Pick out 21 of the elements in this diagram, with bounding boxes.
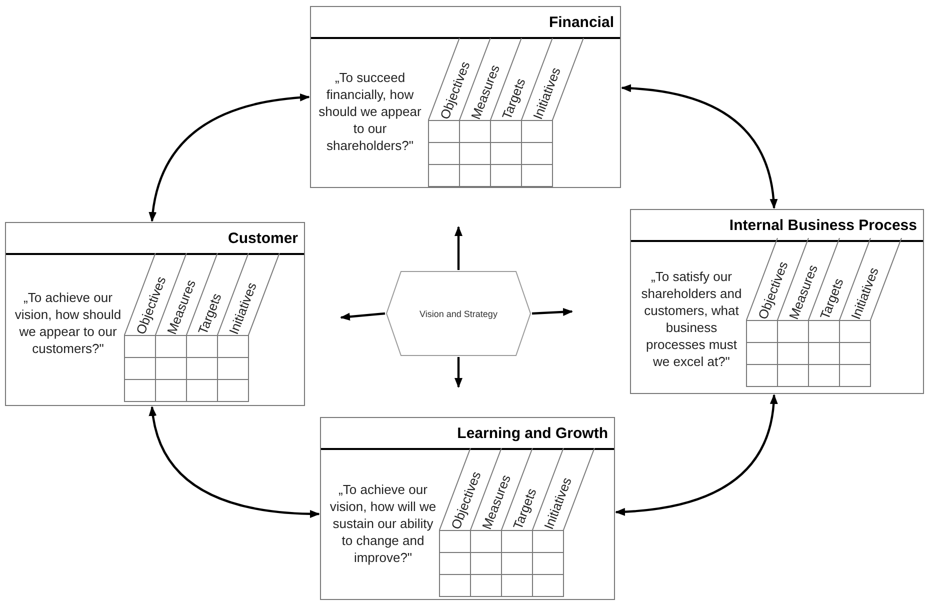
question-text: „To achieve our vision, how should we appear to our customers?" — [14, 289, 122, 357]
double-headed-arrow — [621, 84, 778, 209]
scorecard-panel — [5, 222, 305, 406]
arrow — [454, 226, 462, 270]
arrow — [454, 357, 462, 388]
question-text: „To achieve our vision, how will we sustain our ability to change and improve?" — [329, 481, 437, 566]
panel-title: Learning and Growth — [457, 425, 608, 442]
scorecard-panel — [630, 209, 924, 394]
scorecard-panel — [320, 417, 615, 600]
double-headed-arrow — [149, 94, 310, 222]
panel-title: Financial — [548, 14, 614, 31]
double-headed-arrow — [149, 406, 320, 518]
arrow — [532, 308, 573, 316]
double-headed-arrow — [615, 394, 778, 516]
scorecard-panel — [310, 6, 621, 188]
center-label: Vision and Strategy — [420, 308, 498, 318]
panel-title: Internal Business Process — [729, 217, 917, 234]
question-text: „To succeed financially, how should we appear to our shareholders?" — [318, 69, 422, 154]
question-text: „To satisfy our shareholders and customers, what business processes must we excel at?" — [640, 268, 743, 370]
panel-title: Customer — [228, 230, 298, 247]
arrow — [340, 312, 386, 321]
